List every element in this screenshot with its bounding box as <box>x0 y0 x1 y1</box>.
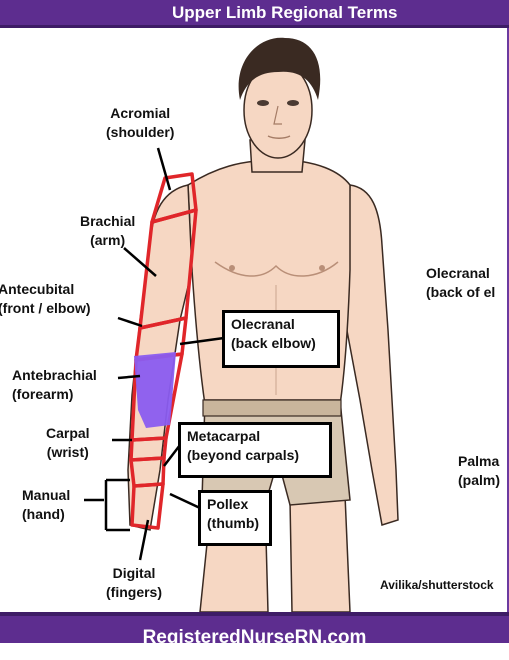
antecubital-desc: (front / elbow) <box>0 300 91 316</box>
label-carpal: Carpal (wrist) <box>46 424 90 462</box>
digital-desc: (fingers) <box>106 584 162 600</box>
right-leg <box>289 494 351 612</box>
label-olecranal-box: Olecranal (back elbow) <box>222 310 340 368</box>
antebrachial-fill <box>134 352 176 428</box>
manual-desc: (hand) <box>22 506 65 522</box>
torso <box>187 159 351 406</box>
right-nipple <box>319 265 325 271</box>
label-olecranal-right: Olecranal (back of el <box>426 264 507 302</box>
acromial-desc: (shoulder) <box>106 124 175 140</box>
pollex-box-desc: (thumb) <box>207 515 260 531</box>
manual-term: Manual <box>22 487 71 503</box>
olecranal-box-term: Olecranal <box>231 316 295 332</box>
metacarpal-box-desc: (beyond carpals) <box>187 447 300 463</box>
antebrachial-term: Antebrachial <box>12 367 97 383</box>
carpal-desc: (wrist) <box>46 444 89 460</box>
digital-leader <box>138 519 150 561</box>
label-antebrachial: Antebrachial (forearm) <box>12 366 97 404</box>
olecranal-right-desc: (back of el <box>426 284 496 300</box>
palmar-right-term: Palma <box>458 453 500 469</box>
olecranal-right-term: Olecranal <box>426 265 490 281</box>
left-nipple <box>229 265 235 271</box>
brachial-leader <box>123 247 157 277</box>
antecubital-leader <box>117 316 143 328</box>
antebrachial-desc: (forearm) <box>12 386 74 402</box>
footer-site: RegisteredNurseRN.com <box>142 627 367 648</box>
pollex-box-term: Pollex <box>207 496 249 512</box>
chest-line <box>214 261 339 277</box>
right-border <box>507 28 509 612</box>
acromial-leader <box>156 147 172 191</box>
label-digital: Digital (fingers) <box>106 564 162 602</box>
metacarpal-leader <box>163 444 181 467</box>
metacarpal-box-term: Metacarpal <box>187 428 261 444</box>
digital-term: Digital <box>112 565 156 581</box>
nose <box>273 105 282 125</box>
antecubital-term: Antecubital <box>0 281 75 297</box>
label-manual: Manual (hand) <box>22 486 70 524</box>
label-palmar-right: Palma (palm) <box>458 452 507 490</box>
palmar-right-desc: (palm) <box>458 472 500 488</box>
brachial-term: Brachial <box>80 213 136 229</box>
waistband <box>202 399 342 417</box>
image-credit: Avilika/shutterstock <box>380 578 494 592</box>
brachial-desc: (arm) <box>90 232 126 248</box>
hair <box>238 37 321 100</box>
antebrachial-leader <box>117 374 141 380</box>
manual-region <box>130 482 165 530</box>
header-banner: Upper Limb Regional Terms <box>0 0 509 28</box>
acromial-term: Acromial <box>110 105 171 121</box>
olecranal-leader <box>179 336 225 346</box>
label-acromial: Acromial (shoulder) <box>106 104 174 142</box>
header-title: Upper Limb Regional Terms <box>172 3 398 22</box>
left-eye <box>257 100 269 106</box>
label-pollex-box: Pollex (thumb) <box>198 490 272 546</box>
label-metacarpal-box: Metacarpal (beyond carpals) <box>178 422 332 478</box>
manual-bracket <box>84 478 130 532</box>
mouth <box>267 135 291 139</box>
figure-left-arm <box>344 184 399 526</box>
label-brachial: Brachial (arm) <box>80 212 135 250</box>
right-eye <box>287 100 299 106</box>
pollex-leader <box>169 492 201 510</box>
footer-banner: RegisteredNurseRN.com <box>0 612 509 648</box>
olecranal-box-desc: (back elbow) <box>231 335 316 351</box>
leader-lines <box>84 147 225 561</box>
label-antecubital: Antecubital (front / elbow) <box>0 280 91 318</box>
carpal-term: Carpal <box>46 425 90 441</box>
